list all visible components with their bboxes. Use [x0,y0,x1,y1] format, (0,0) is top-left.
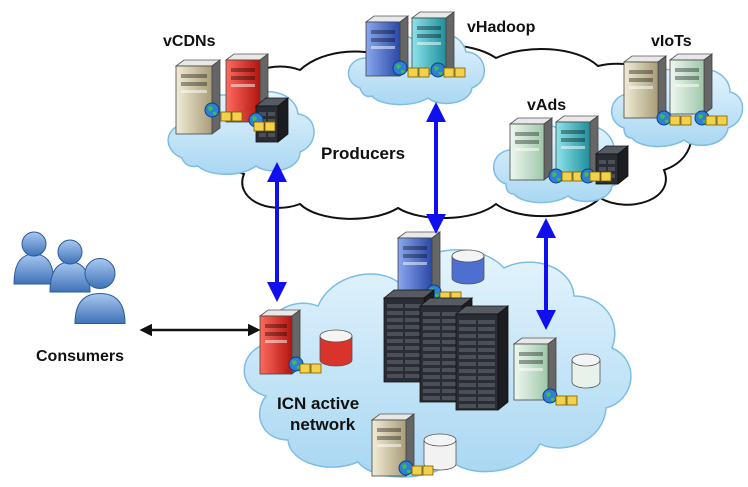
package-icon [705,115,728,126]
label-vads: vAds [527,97,566,114]
package-icon [443,67,466,78]
package-icon [589,171,612,182]
package-icon [669,115,692,126]
vcdns-server-icon [174,53,290,143]
label-producers: Producers [321,144,405,163]
server-tower-icon [370,413,416,477]
label-viots: vIoTs [651,33,692,50]
globe-icon [398,460,414,476]
server-tower-icon [396,231,442,295]
storage-disk-icon [451,249,485,285]
icn-gateway-server-icon [258,309,353,375]
server-tower-icon [668,53,714,115]
vads-server-icon [508,115,630,185]
server-tower-icon [508,117,554,181]
datacenter-rack-icon [382,289,510,411]
package-icon [555,395,578,406]
package-icon [561,171,584,182]
icn-mint-server-icon [512,337,601,406]
label-icn-line1: ICN active [277,394,359,413]
globe-icon [548,168,564,184]
storage-disk-icon [571,353,601,389]
package-icon [299,363,322,374]
server-tower-icon [364,15,410,77]
label-consumers: Consumers [36,348,124,365]
rack-icon [594,145,630,185]
label-vcdns: vCDNs [163,33,216,50]
rack-icon [454,305,510,411]
storage-disk-icon [423,433,457,471]
package-icon [411,465,434,476]
person-middle-icon [49,239,91,293]
globe-icon [542,388,558,404]
globe-icon [694,110,710,126]
storage-disk-icon [319,329,353,367]
server-tower-icon [554,115,600,177]
server-tower-icon [622,55,668,119]
server-tower-icon [512,337,558,401]
consumers-group-icon [13,231,126,324]
viots-server-icon [622,53,728,126]
icn-beige-server-icon [370,413,457,477]
person-front-icon [74,258,126,324]
person-left-icon [13,231,55,285]
package-icon [407,67,430,78]
label-icn-line2: network [290,415,356,434]
server-tower-icon [174,59,222,135]
globe-icon [392,60,408,76]
label-vhadoop: vHadoop [467,19,536,36]
icn-blue-server-icon [396,231,485,302]
globe-icon [656,110,672,126]
globe-icon [204,102,220,118]
globe-icon [430,62,446,78]
package-icon [253,121,276,132]
vhadoop-server-icon [364,11,466,78]
package-icon [220,111,243,122]
